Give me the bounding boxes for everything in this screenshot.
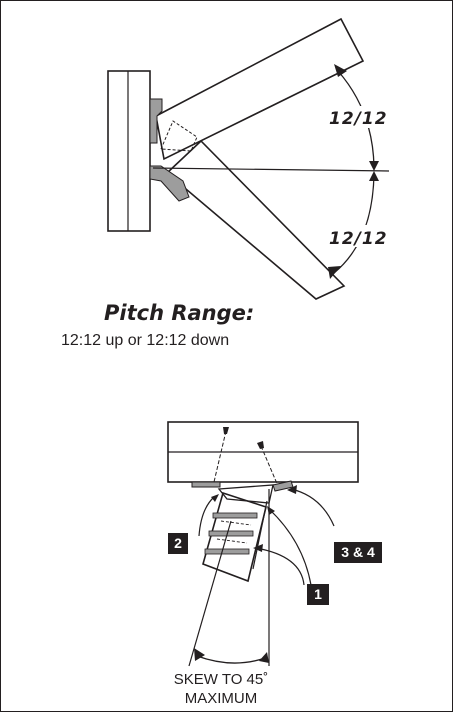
nail-head-right <box>257 441 264 449</box>
leader-1b <box>268 508 312 586</box>
upper-rafter <box>155 17 365 161</box>
bolt-2 <box>208 530 254 537</box>
callout-1: 1 <box>307 584 329 605</box>
bolt-dash-1 <box>220 520 252 526</box>
nail-head-left <box>223 427 229 434</box>
arrowhead-down-1 <box>369 171 379 181</box>
skew-caption-line1: SKEW TO 45˚ <box>173 671 269 688</box>
bolt-dash-2 <box>216 538 248 544</box>
skew-caption-line2: MAXIMUM <box>184 690 258 707</box>
arrowhead-up-1 <box>334 64 347 77</box>
skew-line <box>188 520 232 667</box>
pitch-range-diagram: 12/12 12/12 <box>107 17 394 300</box>
leader-2 <box>198 496 215 537</box>
skew-arc <box>196 655 266 664</box>
callout-3-4: 3 & 4 <box>334 542 382 563</box>
pitch-up-label: 12/12 <box>329 109 388 129</box>
nail-right <box>260 445 279 487</box>
hidden-rafter-end <box>160 120 198 152</box>
skewed-joist <box>202 491 267 583</box>
hanger-top-plate <box>149 98 163 144</box>
nail-left <box>213 430 227 483</box>
skew-arrowhead-left <box>194 648 205 661</box>
header-beam <box>107 70 151 232</box>
lower-rafter <box>165 139 346 300</box>
arrowhead-down-2 <box>328 266 341 279</box>
arrowhead-up-2 <box>369 161 379 171</box>
horizontal-reference <box>152 167 390 172</box>
leader-3-4 <box>290 488 335 527</box>
bolt-3 <box>204 548 250 555</box>
skew-arrowhead-right <box>259 652 269 663</box>
pitch-down-label: 12/12 <box>329 229 388 249</box>
pitch-range-heading: Pitch Range: <box>104 301 255 325</box>
hanger-side <box>252 500 268 570</box>
bolt-1 <box>212 512 258 519</box>
leader-1a <box>255 547 305 586</box>
hanger-flange <box>191 481 221 488</box>
pitch-range-subheading: 12:12 up or 12:12 down <box>61 332 230 349</box>
callout-2: 2 <box>168 533 188 554</box>
